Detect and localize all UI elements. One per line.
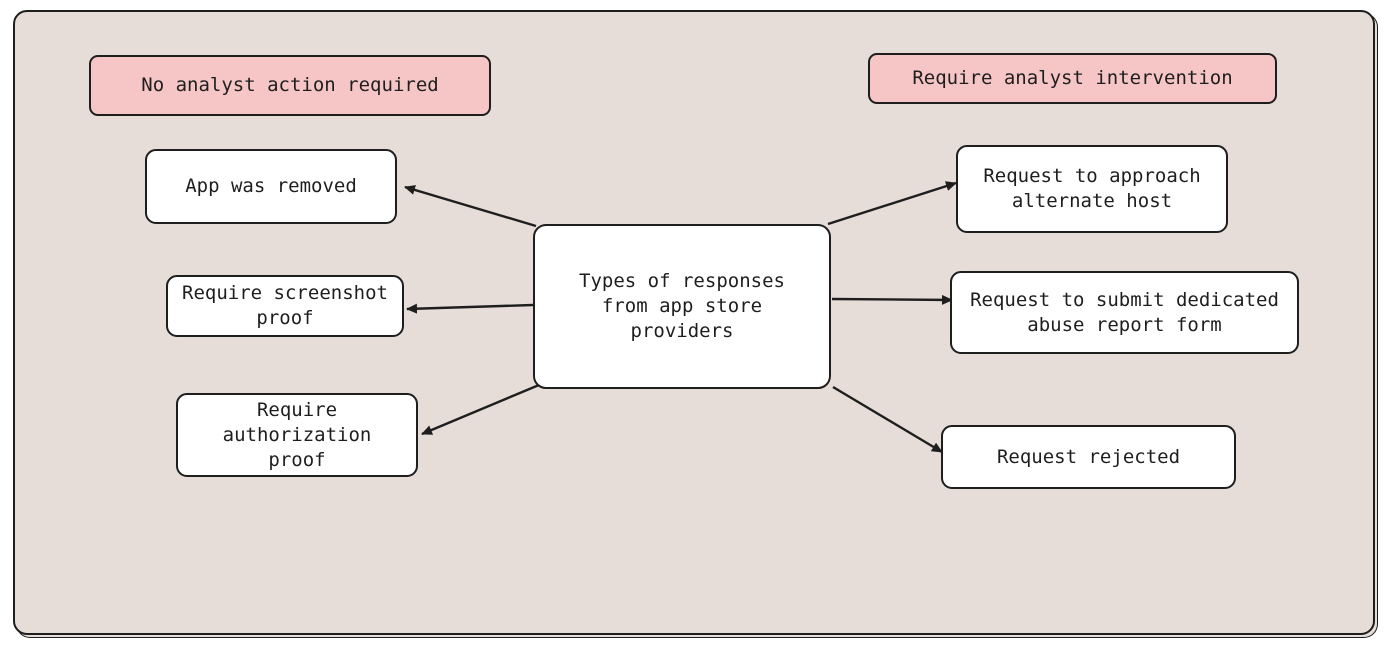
node-alternate-host: Request to approach alternate host [956,145,1228,233]
central-node-response-types: Types of responses from app store provid… [533,224,831,389]
arrow-to-alternate-host [827,181,957,226]
node-screenshot-proof: Require screenshot proof [166,275,404,337]
node-request-rejected: Request rejected [941,425,1236,489]
arrow-to-request-rejected [832,385,943,454]
node-app-removed: App was removed [145,149,397,224]
arrow-to-screenshot-proof [406,303,534,314]
arrow-to-authorization-proof [421,383,540,436]
category-no-analyst-action: No analyst action required [89,55,491,116]
arrow-to-abuse-report-form [831,294,953,305]
node-authorization-proof: Require authorization proof [176,393,418,477]
category-analyst-intervention: Require analyst intervention [868,53,1277,104]
node-abuse-report-form: Request to submit dedicated abuse report… [950,271,1299,354]
arrow-to-app-removed [404,185,537,228]
